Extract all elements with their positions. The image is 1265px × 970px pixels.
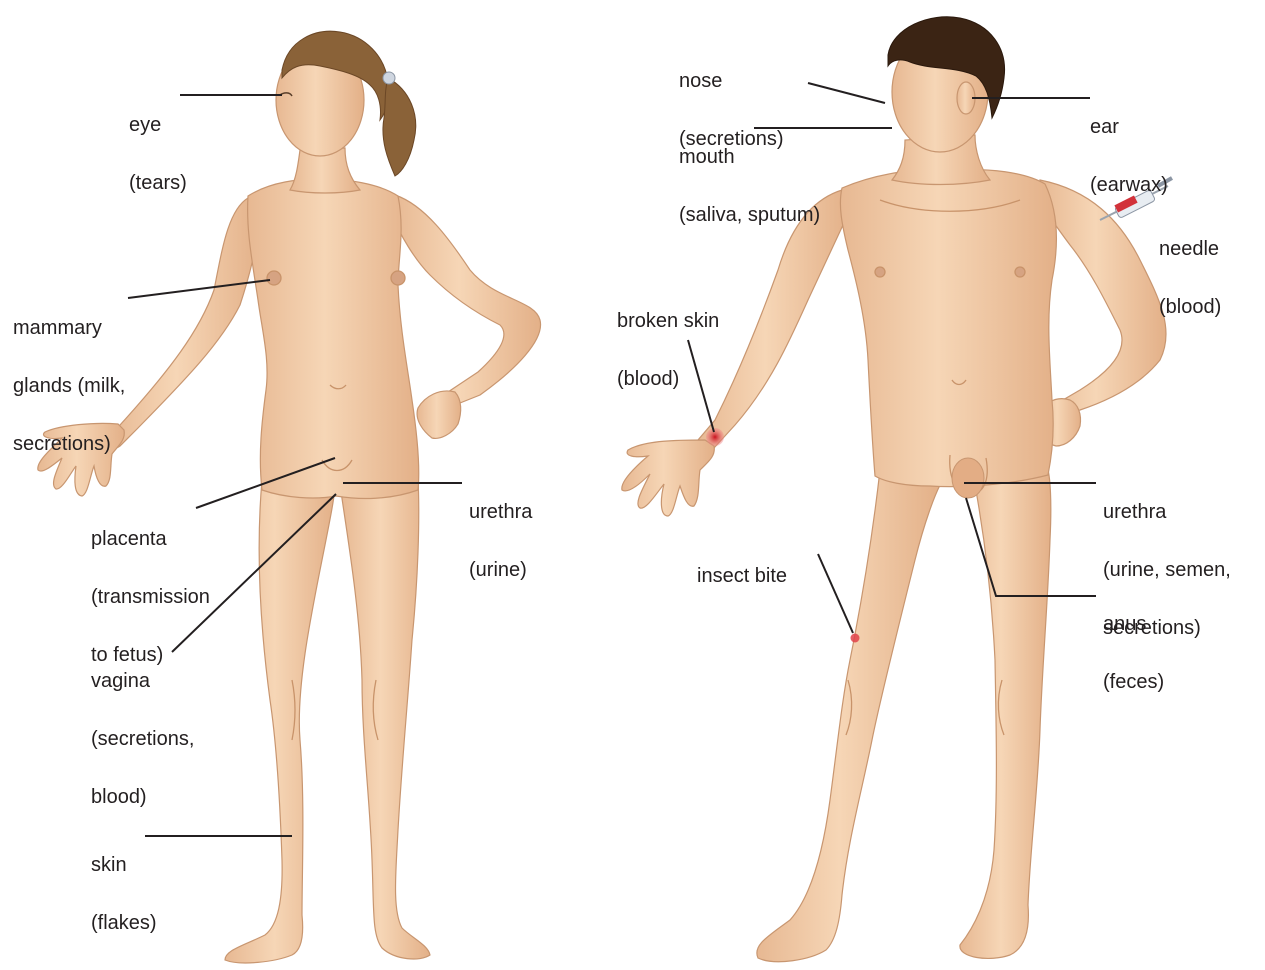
label-vagina-detail: (secretions, — [91, 725, 194, 754]
label-ear: ear (earwax) — [1090, 84, 1168, 229]
hair-clip — [383, 72, 395, 84]
female-left-hand — [417, 391, 461, 438]
label-broken-skin: broken skin (blood) — [617, 278, 719, 423]
label-mouth: mouth (saliva, sputum) — [679, 114, 820, 259]
label-mammary-name: mammary — [13, 314, 125, 343]
label-placenta-detail: (transmission — [91, 583, 210, 612]
label-mammary-glands: mammary glands (milk, secretions) — [13, 285, 125, 488]
label-anus-name: anus — [1103, 610, 1164, 639]
label-female-urethra: urethra (urine) — [469, 469, 532, 614]
label-anus: anus (feces) — [1103, 581, 1164, 726]
label-ear-detail: (earwax) — [1090, 171, 1168, 200]
label-insect-bite: insect bite — [697, 533, 787, 620]
label-eye-detail: (tears) — [129, 169, 187, 198]
leader-mammary — [128, 280, 270, 298]
insect-bite-icon — [851, 634, 860, 643]
broken-skin-wound-icon — [706, 428, 724, 446]
label-mouth-name: mouth — [679, 143, 820, 172]
label-insect-bite-name: insect bite — [697, 562, 787, 591]
label-mouth-detail: (saliva, sputum) — [679, 201, 820, 230]
label-vagina-name: vagina — [91, 667, 194, 696]
female-ponytail — [383, 78, 416, 176]
label-eye: eye (tears) — [129, 82, 187, 227]
female-right-leg — [225, 480, 335, 963]
label-anus-detail: (feces) — [1103, 668, 1164, 697]
leader-insect-bite — [818, 554, 853, 633]
male-left-leg — [960, 470, 1051, 958]
label-needle-detail: (blood) — [1159, 293, 1221, 322]
label-mammary-detail: glands (milk, — [13, 372, 125, 401]
label-eye-name: eye — [129, 111, 187, 140]
female-right-arm — [106, 198, 262, 449]
leader-nose — [808, 83, 885, 103]
label-placenta-name: placenta — [91, 525, 210, 554]
label-ear-name: ear — [1090, 113, 1168, 142]
male-torso — [840, 170, 1056, 487]
label-skin-name: skin — [91, 851, 157, 880]
label-broken-skin-detail: (blood) — [617, 365, 719, 394]
label-needle: needle (blood) — [1159, 206, 1221, 351]
label-skin: skin (flakes) — [91, 822, 157, 967]
female-left-leg — [340, 478, 430, 959]
label-mammary-detail2: secretions) — [13, 430, 125, 459]
label-broken-skin-name: broken skin — [617, 307, 719, 336]
label-vagina: vagina (secretions, blood) — [91, 638, 194, 841]
label-skin-detail: (flakes) — [91, 909, 157, 938]
label-male-urethra-name: urethra — [1103, 498, 1231, 527]
female-left-arm — [392, 195, 541, 406]
male-right-hand — [622, 440, 715, 516]
female-torso — [248, 180, 419, 499]
label-needle-name: needle — [1159, 235, 1221, 264]
male-genitals — [952, 458, 984, 498]
label-nose-name: nose — [679, 67, 783, 96]
label-female-urethra-name: urethra — [469, 498, 532, 527]
label-female-urethra-detail: (urine) — [469, 556, 532, 585]
label-vagina-detail2: blood) — [91, 783, 194, 812]
